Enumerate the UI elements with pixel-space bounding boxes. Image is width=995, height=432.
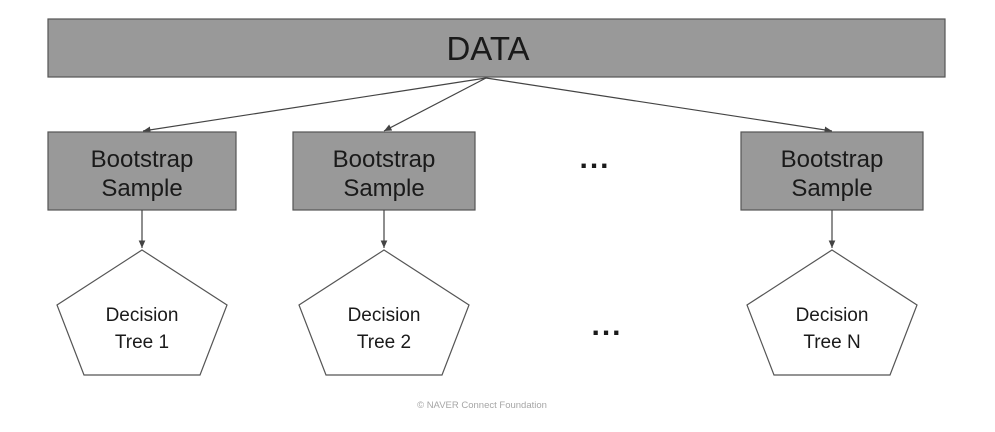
data-box (47, 18, 946, 78)
sample-2-line1: Bootstrap (333, 146, 436, 173)
edge-data-to-sample-3 (485, 77, 833, 134)
ellipsis-trees: ... (591, 309, 622, 342)
data-label: DATA (446, 30, 529, 67)
sample-3-line1: Bootstrap (781, 146, 884, 173)
edge-data-to-sample-2 (383, 77, 487, 132)
tree-n-line2: Tree N (803, 332, 860, 353)
bootstrap-sample-2: Bootstrap Sample (292, 131, 476, 211)
ellipsis-samples: ... (579, 142, 610, 175)
decision-tree-2: Decision Tree 2 (298, 249, 470, 376)
copyright-text: © NAVER Connect Foundation (417, 400, 547, 411)
bootstrap-sample-1: Bootstrap Sample (47, 131, 237, 211)
sample-1-line2: Sample (101, 175, 182, 202)
tree-2-line1: Decision (348, 305, 421, 326)
tree-1-line2: Tree 1 (115, 332, 169, 353)
tree-n-line1: Decision (796, 305, 869, 326)
decision-tree-n: Decision Tree N (746, 249, 918, 376)
edge-data-to-sample-1 (142, 77, 487, 134)
sample-1-line1: Bootstrap (91, 146, 194, 173)
sample-2-line2: Sample (343, 175, 424, 202)
tree-1-line1: Decision (106, 305, 179, 326)
decision-tree-1: Decision Tree 1 (56, 249, 228, 376)
tree-2-line2: Tree 2 (357, 332, 411, 353)
sample-3-line2: Sample (791, 175, 872, 202)
bootstrap-sample-3: Bootstrap Sample (740, 131, 924, 211)
